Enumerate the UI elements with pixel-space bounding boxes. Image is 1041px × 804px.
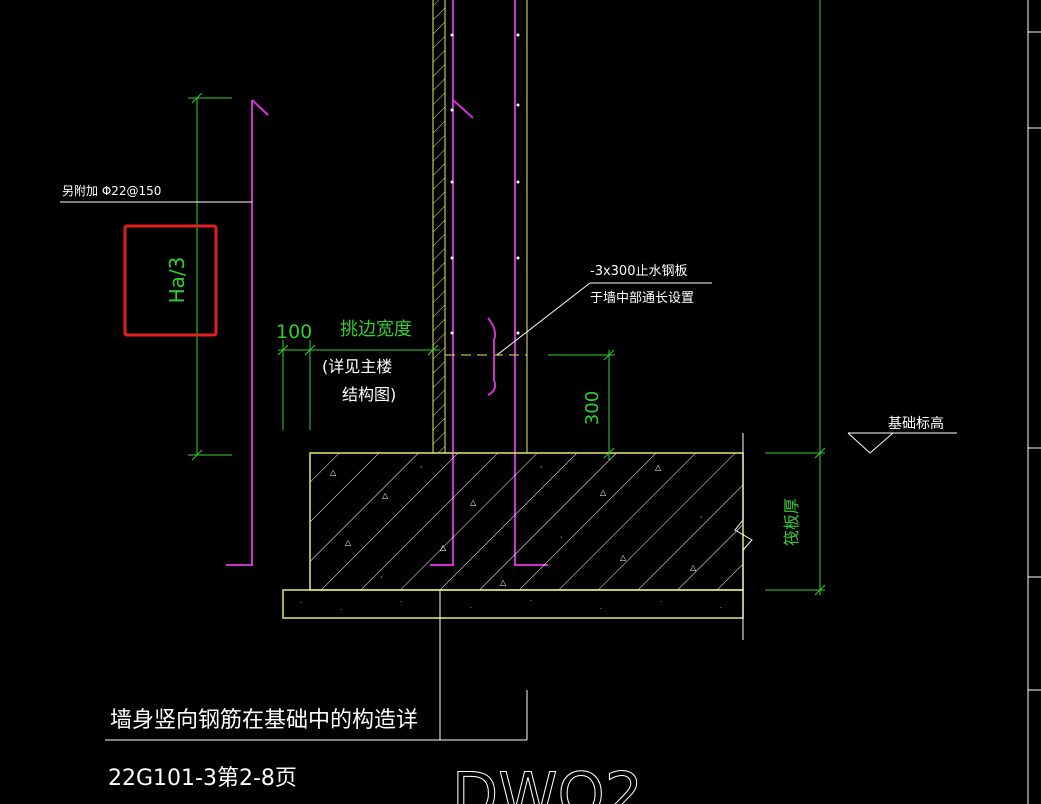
svg-text:△: △ [655, 463, 662, 472]
extra-rebar-label: 另附加 Φ22@150 [62, 184, 161, 198]
foundation-elevation-text: 基础标高 [888, 415, 944, 432]
svg-text:·: · [660, 599, 662, 606]
svg-text:△: △ [345, 538, 352, 547]
svg-text:△: △ [600, 488, 607, 497]
dim-300 [548, 349, 615, 460]
ha-dimension-text: Ha/3 [165, 257, 189, 304]
highlight-box [123, 224, 218, 337]
raft-foundation: △ △ · △ · △ △ · △ △ · △ △ · △ [309, 452, 744, 591]
extra-rebar-2 [226, 100, 253, 566]
raft-thickness-text: 筏板厚 [782, 498, 801, 546]
wall-horizontal-rebar-dots [450, 33, 520, 335]
svg-text:·: · [400, 599, 402, 606]
svg-text:·: · [540, 463, 543, 472]
svg-text:△: △ [382, 491, 389, 500]
svg-text:·: · [300, 600, 302, 607]
steel-plate-line1: -3x300止水钢板 [590, 264, 687, 279]
svg-text:△: △ [470, 498, 477, 507]
title-block [105, 690, 528, 741]
waterstop-plate [445, 317, 527, 396]
sheet-code-text: DWQ2 [452, 760, 643, 804]
steel-plate-line2: 于墙中部通长设置 [590, 291, 694, 306]
drawing-border-right [1027, 0, 1041, 804]
dim-100 [277, 340, 440, 430]
svg-text:△: △ [690, 563, 697, 572]
svg-text:·: · [560, 533, 563, 542]
svg-text:·: · [720, 605, 722, 612]
svg-text:·: · [470, 605, 472, 612]
svg-text:·: · [530, 598, 532, 605]
slope-width-text: 挑边宽度 [340, 319, 412, 340]
title-text: 墙身竖向钢筋在基础中的构造详 [110, 708, 418, 733]
cushion-layer: · · · · · · · · [282, 589, 744, 619]
extra-rebar-hook [251, 99, 269, 116]
waterstop-leader [496, 282, 712, 356]
wall-section [432, 0, 528, 453]
foundation-elevation-mark [847, 432, 957, 454]
svg-text:△: △ [330, 468, 337, 477]
reference-text: 22G101-3第2-8页 [108, 766, 297, 791]
svg-text:△: △ [500, 578, 507, 587]
dim-300-text: 300 [582, 391, 603, 425]
raft-thickness-dim [765, 0, 826, 596]
svg-text:·: · [420, 463, 423, 472]
svg-text:·: · [600, 606, 602, 613]
ha-dimension [188, 92, 232, 461]
svg-text:·: · [340, 607, 342, 614]
break-line [734, 433, 753, 640]
svg-text:△: △ [620, 553, 627, 562]
dim-100-text: 100 [276, 321, 312, 343]
svg-text:·: · [380, 573, 383, 582]
svg-text:·: · [700, 513, 703, 522]
svg-text:△: △ [440, 543, 447, 552]
see-main-line1: (详见主楼 [322, 357, 392, 376]
see-main-line2: 结构图) [342, 385, 396, 404]
